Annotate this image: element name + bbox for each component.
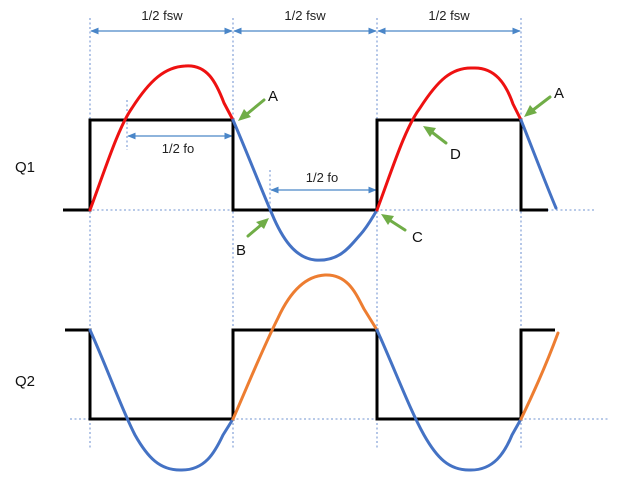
callout-arrows <box>238 95 552 238</box>
point-labels: A A B C D <box>236 85 564 259</box>
q2-current-negative-1 <box>88 328 235 472</box>
signal-label-q1: Q1 <box>15 159 35 176</box>
q2-current-negative-2 <box>375 328 523 472</box>
q1-square-wave <box>63 118 548 212</box>
dimension-labels: 1/2 fsw 1/2 fsw 1/2 fsw 1/2 fo 1/2 fo <box>141 8 470 185</box>
point-label-b: B <box>236 242 246 259</box>
q1-current-tail <box>519 118 558 210</box>
dimension-arrows <box>90 27 521 194</box>
q1-current-positive-1 <box>88 64 235 212</box>
callout-arrow-a1 <box>238 98 266 121</box>
point-label-c: C <box>412 229 423 246</box>
point-label-a1: A <box>268 88 278 105</box>
fo-1-label: 1/2 fo <box>162 141 195 156</box>
baselines <box>70 209 608 420</box>
fsw-3-label: 1/2 fsw <box>428 8 470 23</box>
q1-current-negative <box>231 118 379 262</box>
vertical-guides <box>89 18 522 450</box>
callout-arrow-a2 <box>524 95 552 117</box>
q2-current-positive <box>231 273 379 421</box>
callout-arrow-c <box>381 214 407 232</box>
point-label-a2: A <box>554 85 564 102</box>
signal-label-q2: Q2 <box>15 373 35 390</box>
fsw-2-label: 1/2 fsw <box>284 8 326 23</box>
fsw-1-label: 1/2 fsw <box>141 8 183 23</box>
q1-current-positive-2 <box>375 66 523 212</box>
callout-arrow-b <box>246 218 269 238</box>
fo-2-label: 1/2 fo <box>306 170 339 185</box>
q1-current-wave <box>88 64 558 262</box>
point-label-d: D <box>450 146 461 163</box>
q2-current-wave <box>88 273 560 472</box>
callout-arrow-d <box>423 126 448 145</box>
q2-current-tail <box>519 331 560 421</box>
q2-square-wave <box>65 328 555 421</box>
